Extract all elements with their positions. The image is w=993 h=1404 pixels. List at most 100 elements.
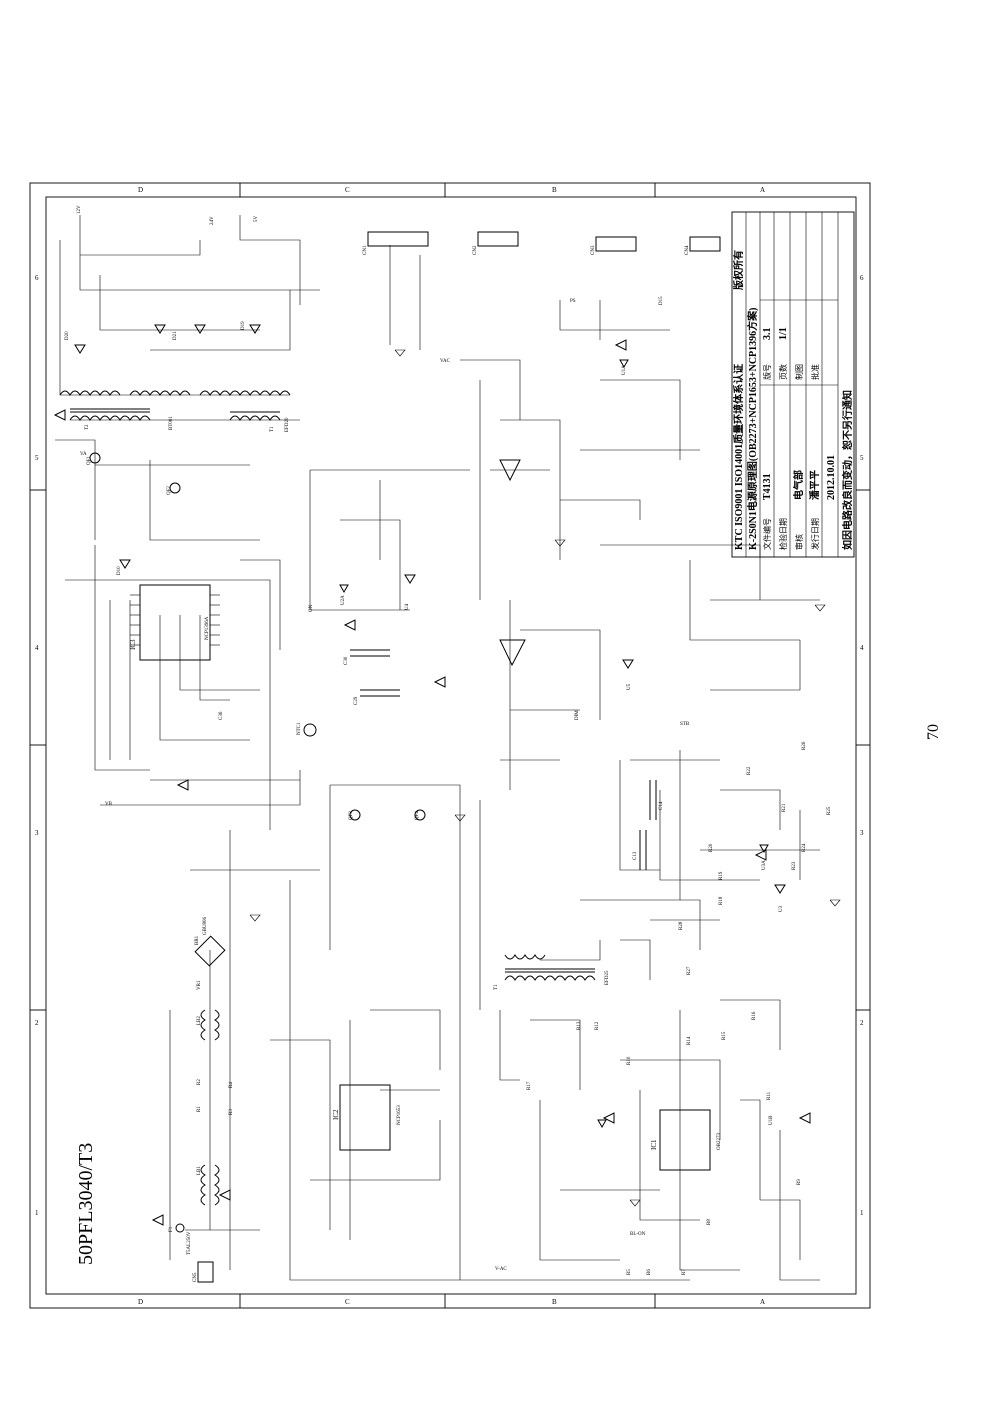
- resistor-tags: R1 R2 R3 R4 R5 R6 R7 R8 R9 R10 R11 R12 R…: [197, 741, 832, 1275]
- mosfet-label: QF4: [415, 811, 420, 820]
- resistor-label: R19: [719, 871, 724, 880]
- zone-letter: C: [345, 186, 350, 194]
- tb-label: 审核: [794, 534, 804, 550]
- connectors: CN1 CN2 CN3 CN4 CN5: [193, 231, 721, 1283]
- model-title: 50PFL3040/T3: [75, 1143, 97, 1265]
- resistor-label: R18: [719, 896, 724, 905]
- tl431-label: U5: [627, 683, 632, 690]
- net-label: PS: [570, 299, 576, 304]
- warning-triangle-icon: [176, 779, 189, 791]
- diode-label: D21: [173, 331, 178, 340]
- connector-label: CN4: [685, 245, 690, 255]
- op-amps: [499, 459, 526, 667]
- varistor-label: VR1: [197, 980, 202, 990]
- tb-label: 页数: [778, 364, 788, 380]
- tb-label: 文件编号: [762, 518, 772, 550]
- connector-label: CN3: [591, 245, 596, 255]
- tb-label: 检验日期: [778, 518, 788, 550]
- diode-label: D10: [117, 566, 122, 575]
- net-label: V-AC: [495, 1267, 507, 1272]
- resistor-label: R5: [627, 1269, 632, 1275]
- resistor-label: R10: [627, 1056, 632, 1065]
- zone-letter: A: [760, 186, 765, 194]
- transformer-part: EFD25: [605, 970, 610, 985]
- net-labels: 12V 24V 5V VA VB V-AC VAC PS ON DIM BL-O…: [77, 205, 690, 1272]
- transformer-t1-aux: T1 EFD20: [229, 411, 290, 432]
- ic-llc-controller: IC3 NCP1396A: [129, 584, 220, 661]
- bridge-part: GBU806: [203, 916, 208, 935]
- resistor-label: R16: [752, 1011, 757, 1020]
- tb-label: 发行日期: [810, 518, 820, 550]
- resistor-label: R4: [229, 1082, 234, 1088]
- zone-number: 1: [860, 1209, 864, 1217]
- resistor-label: R6: [647, 1269, 652, 1275]
- ic-label: IC2: [332, 1109, 340, 1120]
- issue-date: 2012.10.01: [826, 455, 837, 500]
- resistor-label: R13: [577, 1021, 582, 1030]
- warning-triangle-icon: [151, 1214, 164, 1226]
- warning-triangle-icon: [343, 619, 356, 631]
- net-label: VA: [80, 452, 87, 457]
- zone-number: 4: [860, 644, 864, 652]
- warning-triangle-icon: [798, 1112, 811, 1124]
- cap-label: C13: [633, 851, 638, 860]
- zone-number: 5: [35, 454, 39, 462]
- transformer-part: BT001: [169, 416, 174, 430]
- resistor-label: R26: [802, 741, 807, 750]
- warning-triangle-icon: [433, 676, 446, 688]
- zone-numbers: 1 2 3 4 5 6 1 2 3 4 5 6: [35, 274, 864, 1217]
- ic-part: OB2273: [717, 1133, 722, 1150]
- ic-standby-controller: IC1 OB2273: [650, 1109, 722, 1171]
- warning-triangle-icon: [218, 1189, 231, 1201]
- tl431-label: U4: [405, 603, 410, 610]
- cap-label: C36: [219, 711, 224, 720]
- resistor-label: R15: [722, 1031, 727, 1040]
- diode-label: D20: [65, 331, 70, 340]
- connector-label: CN5: [193, 1272, 198, 1282]
- title-block: KTC ISO9001 ISO14001质量环境体系认证 版权所有 K-2S0N…: [731, 211, 855, 558]
- cert-line: KTC ISO9001 ISO14001质量环境体系认证: [732, 364, 745, 550]
- transformer-label: T1: [270, 426, 275, 432]
- resistor-label: R23: [792, 861, 797, 870]
- mosfets: QF1 QF2 QF3 QF4: [87, 452, 426, 821]
- net-label: 5V: [254, 216, 259, 223]
- connector-label: CN2: [473, 245, 478, 255]
- net-label: VAC: [440, 359, 451, 364]
- zone-number: 3: [35, 829, 39, 837]
- zone-number: 6: [860, 274, 864, 282]
- rectifier-diodes: D20 D21 D19 D15 D10: [65, 296, 664, 575]
- transformer-label: T2: [85, 424, 90, 430]
- cap-label: C14: [659, 801, 664, 810]
- designer: 潘平平: [808, 470, 821, 500]
- net-label: VB: [105, 802, 113, 807]
- zone-letter: C: [345, 1298, 350, 1306]
- ic-label: IC1: [650, 1139, 658, 1150]
- zone-letter: D: [138, 186, 143, 194]
- department: 电气部: [792, 470, 805, 500]
- sheet-count: 1/1: [778, 327, 789, 340]
- warning-triangle-icon: [614, 339, 627, 351]
- ic-pfc-controller: IC2 NCP1653: [332, 1084, 402, 1151]
- input-section: F1 T5AL250V BR1 GBU806 VR1 LB1 LB2 NTC1: [169, 722, 317, 1255]
- transformer-t1-pfc: T1 EFD25: [494, 954, 610, 990]
- drawing-frame: [29, 182, 871, 1309]
- opto-label: U2A: [341, 595, 346, 605]
- zone-number: 2: [860, 1019, 864, 1027]
- net-label: DIM: [575, 710, 580, 720]
- zone-letter: A: [760, 1298, 765, 1306]
- resistor-label: R7: [682, 1269, 687, 1275]
- zone-letter: D: [138, 1298, 143, 1306]
- opto-label: U3A: [762, 860, 767, 870]
- net-label: ON: [309, 604, 314, 612]
- resistor-label: R8: [707, 1219, 712, 1225]
- connector-label: CN1: [363, 245, 368, 255]
- resistor-label: R11: [767, 1091, 772, 1100]
- resistor-label: R24: [802, 843, 807, 852]
- zone-number: 4: [35, 644, 39, 652]
- transformer-label: T1: [494, 984, 499, 990]
- resistor-label: R12: [595, 1021, 600, 1030]
- resistor-label: R17: [527, 1081, 532, 1090]
- feedback-parts: U2A U3A U1A U1B U3 U4 U5: [339, 359, 786, 1129]
- bulk-capacitors: C13 C14 C29 C30 C36: [219, 649, 664, 870]
- cap-label: C30: [344, 656, 349, 665]
